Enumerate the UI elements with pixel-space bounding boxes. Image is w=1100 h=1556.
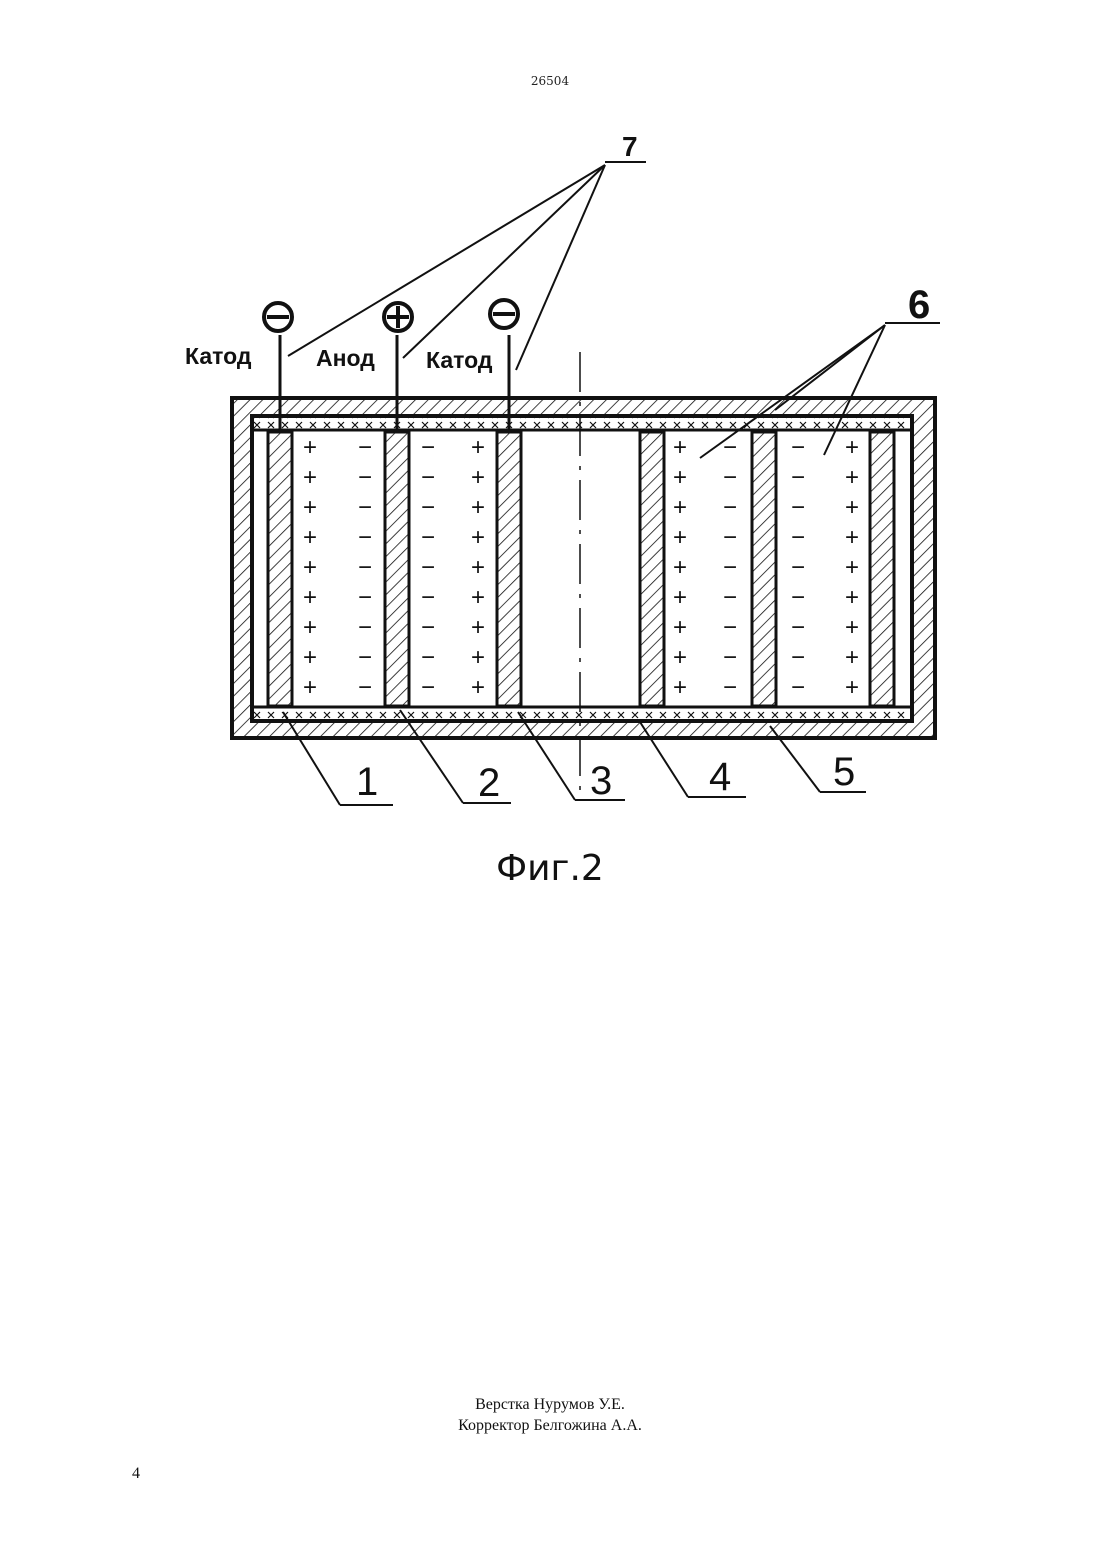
inner-cavity [252,416,912,721]
callout-4: 4 [709,755,731,799]
charge-sign: − [791,674,805,701]
charge-sign: + [471,614,485,641]
charge-sign: + [471,674,485,701]
charge-sign: − [358,614,372,641]
charge-sign: + [673,644,687,671]
charge-sign: + [845,524,859,551]
callout-5: 5 [833,750,855,794]
charge-sign: − [723,554,737,581]
charge-sign: + [845,464,859,491]
callout-3: 3 [590,759,612,803]
charge-sign: + [303,674,317,701]
charge-sign: + [471,494,485,521]
charge-sign: − [358,674,372,701]
charge-sign: + [845,644,859,671]
charge-sign: − [358,494,372,521]
charge-sign: − [791,644,805,671]
charge-sign: + [673,434,687,461]
charge-sign: + [673,674,687,701]
electrode-label-cathode-2: Катод [426,347,493,373]
charge-sign: − [421,614,435,641]
charge-sign: + [471,434,485,461]
electrode-plate [640,432,664,706]
charge-sign: + [845,434,859,461]
charge-sign: + [673,614,687,641]
charge-sign: + [673,494,687,521]
charge-sign: + [845,674,859,701]
charge-sign: − [723,644,737,671]
charge-sign: − [723,494,737,521]
charge-sign: + [845,554,859,581]
callout-6: 6 [908,283,930,327]
charge-sign: − [358,554,372,581]
charge-sign: − [421,524,435,551]
charge-sign: − [791,584,805,611]
charge-sign: + [471,554,485,581]
charge-sign: − [791,434,805,461]
layout-credit: Верстка Нурумов У.Е. [0,1394,1100,1415]
page-number: 4 [132,1465,140,1483]
charge-sign: + [673,554,687,581]
charge-sign: + [303,464,317,491]
bottom-seal-layer [252,707,912,721]
callout-1: 1 [356,760,378,804]
charge-sign: + [845,614,859,641]
charge-sign: − [791,524,805,551]
charge-sign: + [471,584,485,611]
electrode-plate [385,432,409,706]
charge-sign: − [723,674,737,701]
charge-sign: + [303,434,317,461]
charge-sign: + [673,584,687,611]
charge-sign: − [791,494,805,521]
charge-sign: + [303,614,317,641]
electrode-label-cathode-1: Катод [185,343,252,369]
charge-sign: + [303,494,317,521]
charge-sign: + [471,644,485,671]
electrode-label-anode: Анод [316,345,375,371]
charge-sign: + [303,644,317,671]
corrector-credit: Корректор Белгожина А.А. [0,1415,1100,1436]
electrode-plate [752,432,776,706]
charge-sign: − [421,644,435,671]
electrode-plate [870,432,894,706]
charge-sign: − [421,434,435,461]
charge-sign: − [723,584,737,611]
charge-sign: − [421,554,435,581]
top-seal-layer [252,416,912,430]
charge-sign: − [723,464,737,491]
charge-sign: − [791,614,805,641]
leader-lines-7 [288,162,646,370]
charge-sign: − [358,464,372,491]
charge-sign: − [421,494,435,521]
charge-sign: + [673,464,687,491]
charge-sign: − [723,434,737,461]
charge-sign: − [358,644,372,671]
charge-sign: − [723,614,737,641]
charge-sign: + [673,524,687,551]
figure-caption: Фиг.2 [0,848,1100,889]
credits: Верстка Нурумов У.Е. Корректор Белгожина… [0,1394,1100,1436]
electrode-plate [268,432,292,706]
callout-7: 7 [622,131,638,162]
electrode-plate [497,432,521,706]
charge-sign: − [791,554,805,581]
charge-sign: − [358,584,372,611]
callout-2: 2 [478,761,500,805]
charge-sign: − [791,464,805,491]
charge-sign: − [358,524,372,551]
charge-sign: + [303,584,317,611]
charge-sign: − [421,464,435,491]
charge-sign: + [845,494,859,521]
charge-sign: + [845,584,859,611]
charge-sign: + [303,524,317,551]
charge-sign: + [471,464,485,491]
charge-sign: + [471,524,485,551]
charge-sign: − [723,524,737,551]
charge-sign: − [358,434,372,461]
charge-sign: + [303,554,317,581]
charge-sign: − [421,584,435,611]
charge-sign: − [421,674,435,701]
